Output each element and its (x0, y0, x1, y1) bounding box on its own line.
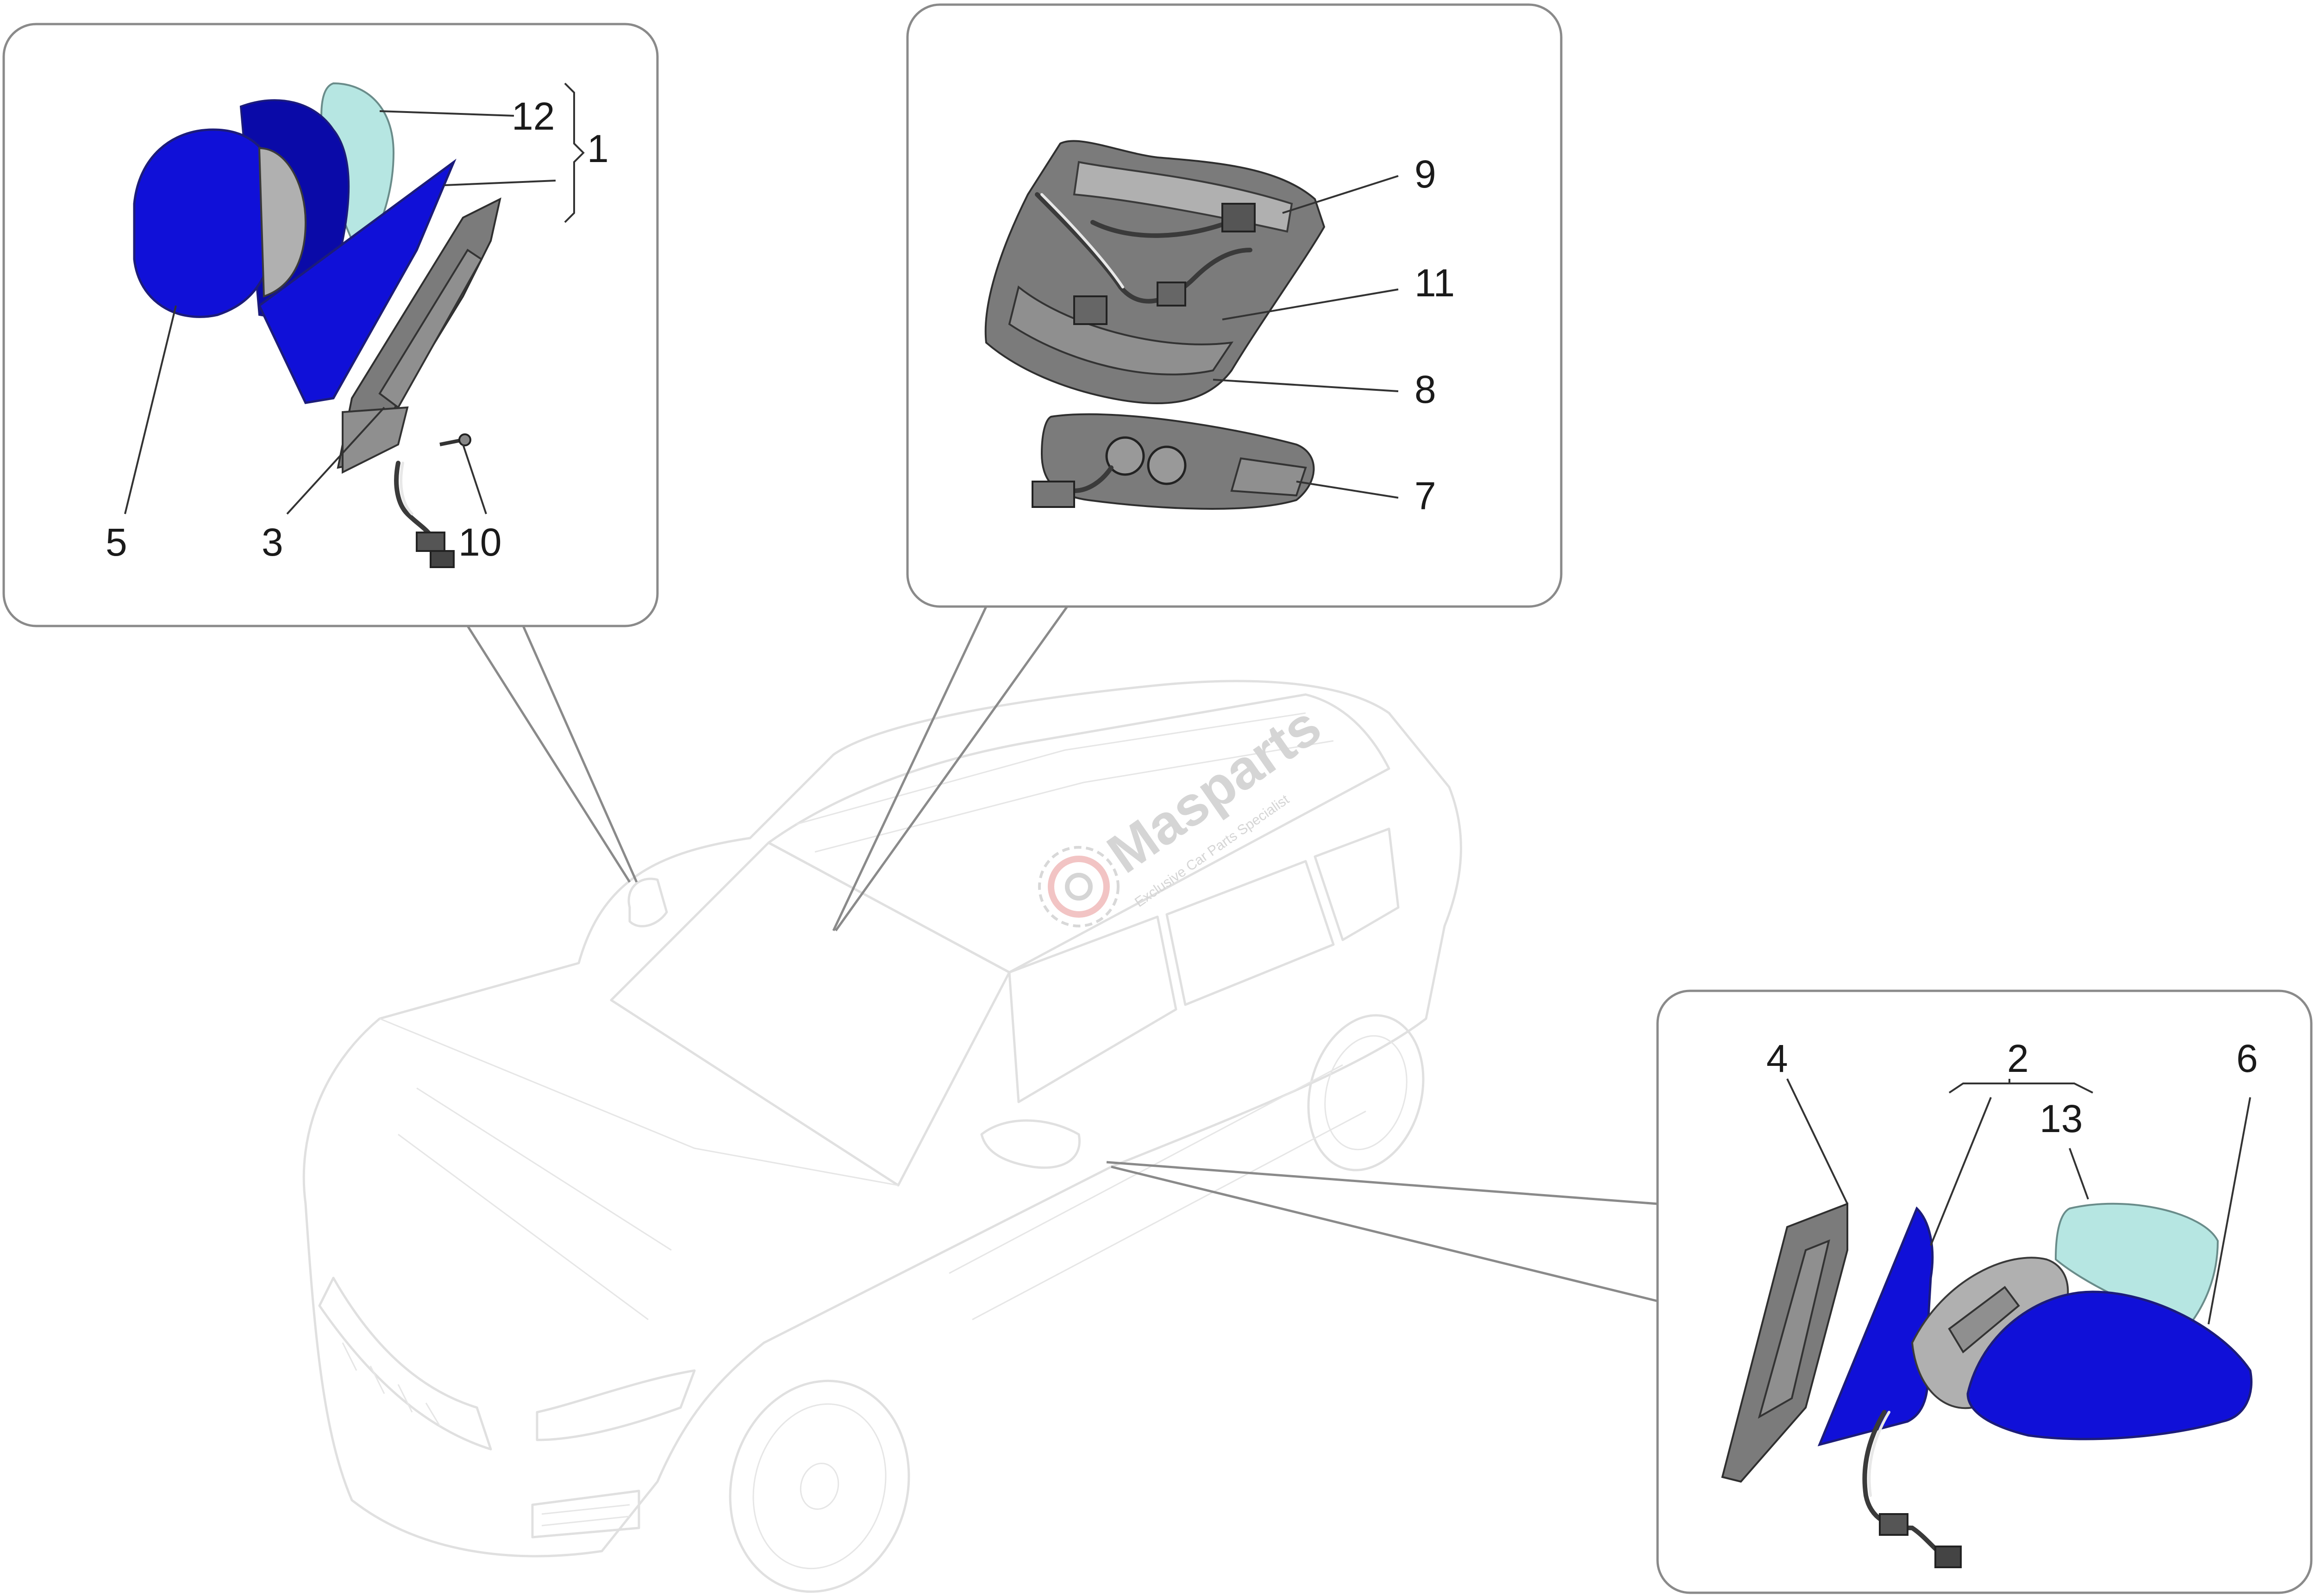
callout-4: 4 (1766, 1037, 1788, 1080)
callout-13: 13 (2040, 1097, 2083, 1140)
wiring-harness-11 (1035, 192, 1256, 325)
callout-7: 7 (1414, 474, 1436, 518)
mirror-base (257, 158, 457, 404)
callout-10: 10 (458, 520, 501, 564)
callout-1: 1 (587, 127, 609, 170)
left-mirror-panel: 12 1 5 3 10 (2, 23, 659, 627)
car-outline (302, 680, 1462, 1593)
callout-6: 6 (2236, 1037, 2258, 1080)
interior-mirror-panel: 9 11 8 7 (906, 3, 1563, 608)
callout-5: 5 (106, 520, 127, 564)
screw-10 (439, 433, 471, 446)
callout-9: 9 (1414, 152, 1436, 196)
mirror-cover-5 (133, 128, 280, 318)
callout-12: 12 (512, 94, 555, 138)
callout-11: 11 (1414, 261, 1455, 305)
watermark: Masparts Exclusive Car Parts Specialist (1038, 694, 1332, 927)
callout-3: 3 (262, 520, 283, 564)
pointer-lines (466, 606, 1658, 1302)
right-mirror-panel: 4 2 13 6 (1656, 989, 2313, 1594)
gear-logo-icon (1038, 846, 1120, 927)
callout-8: 8 (1414, 368, 1436, 411)
mirror-cover-6 (1966, 1290, 2252, 1440)
callout-2: 2 (2007, 1037, 2029, 1080)
